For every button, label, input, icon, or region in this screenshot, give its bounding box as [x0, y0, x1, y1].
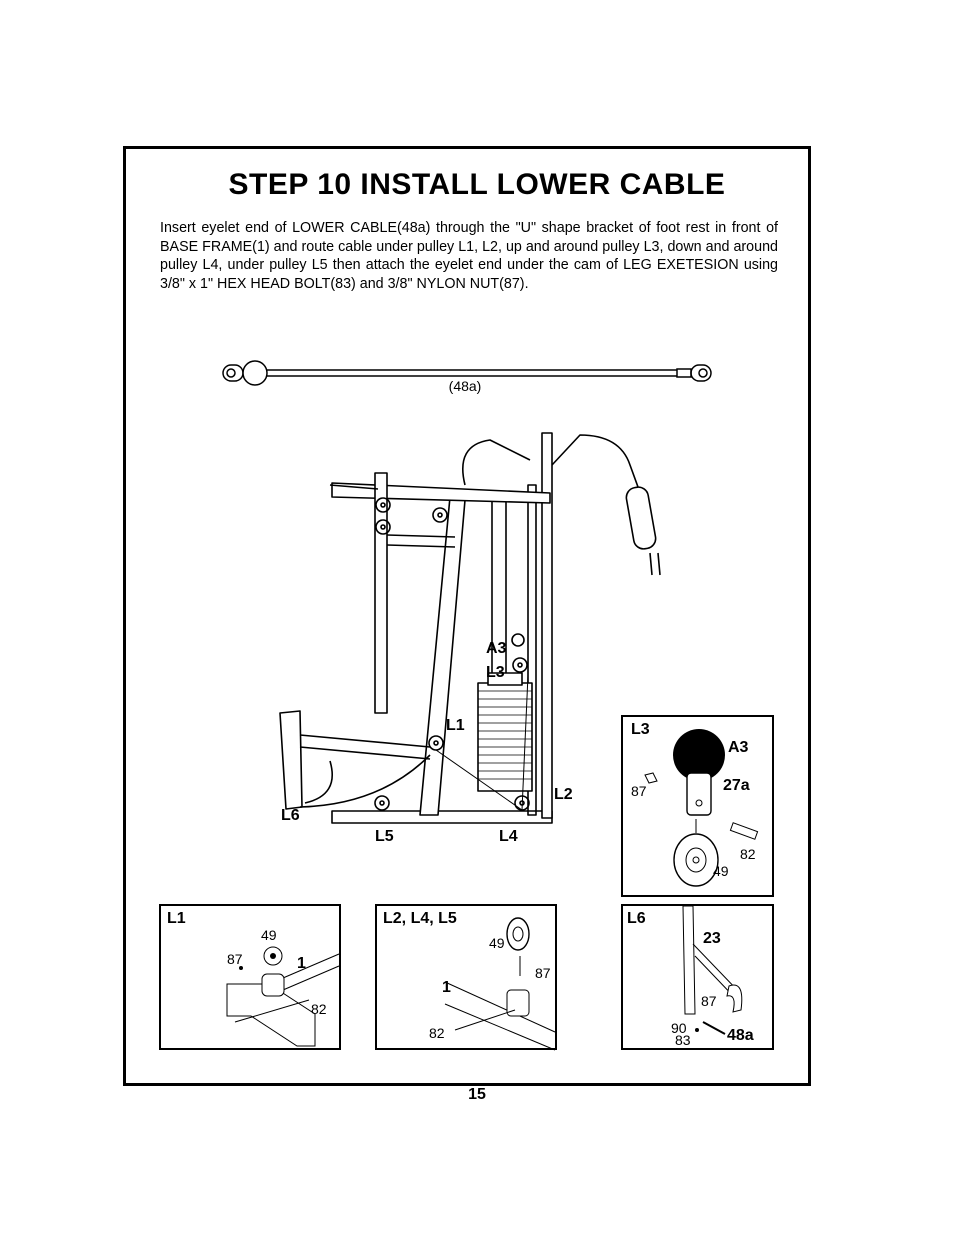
page-number: 15 [468, 1086, 486, 1103]
detail-l6-23: 23 [703, 930, 721, 947]
detail-l1-box: L1 49 87 1 82 [159, 904, 341, 1050]
detail-l6-90: 90 [671, 1020, 687, 1036]
page-frame [123, 146, 811, 1086]
detail-l1-title: L1 [167, 910, 186, 927]
detail-l6-83: 83 [675, 1032, 691, 1048]
detail-l1-87: 87 [227, 951, 243, 967]
detail-l245-1: 1 [442, 979, 451, 996]
lower-cable-illustration: (48a) [222, 360, 712, 394]
detail-l3-27a: 27a [723, 777, 750, 794]
label-l2: L2 [554, 786, 573, 803]
detail-l3-title: L3 [631, 721, 650, 738]
detail-l3-a3: A3 [728, 739, 749, 756]
detail-l6-48a: 48a [727, 1027, 754, 1044]
detail-l6-title: L6 [627, 910, 646, 927]
label-l4: L4 [499, 828, 518, 845]
label-l6: L6 [281, 807, 300, 824]
detail-l245-title: L2, L4, L5 [383, 910, 457, 927]
detail-l3-box: L3 A3 27a 87 82 49 [621, 715, 774, 897]
detail-l3-87: 87 [631, 783, 647, 799]
machine-diagram: A3 L3 L1 L2 L6 L5 L4 [279, 432, 661, 845]
detail-l245-49: 49 [489, 935, 505, 951]
label-l5: L5 [375, 828, 394, 845]
detail-l245-87: 87 [535, 965, 551, 981]
step-title: STEP 10 INSTALL LOWER CABLE [228, 168, 726, 201]
detail-l3-49: 49 [713, 863, 729, 879]
instruction-text: Insert eyelet end of LOWER CABLE(48a) th… [160, 220, 778, 292]
label-l3: L3 [486, 664, 505, 681]
detail-l6-box: L6 23 87 90 83 48a [621, 904, 774, 1050]
detail-l245-82: 82 [429, 1025, 445, 1041]
detail-l1-49: 49 [261, 927, 277, 943]
detail-l3-82: 82 [740, 846, 756, 862]
detail-l1-1: 1 [297, 955, 306, 972]
detail-l245-box: L2, L4, L5 49 87 1 82 [375, 904, 557, 1051]
label-l1: L1 [446, 717, 465, 734]
cable-label: (48a) [449, 378, 482, 394]
label-a3: A3 [486, 640, 507, 657]
detail-l1-82: 82 [311, 1001, 327, 1017]
detail-l6-87: 87 [701, 993, 717, 1009]
